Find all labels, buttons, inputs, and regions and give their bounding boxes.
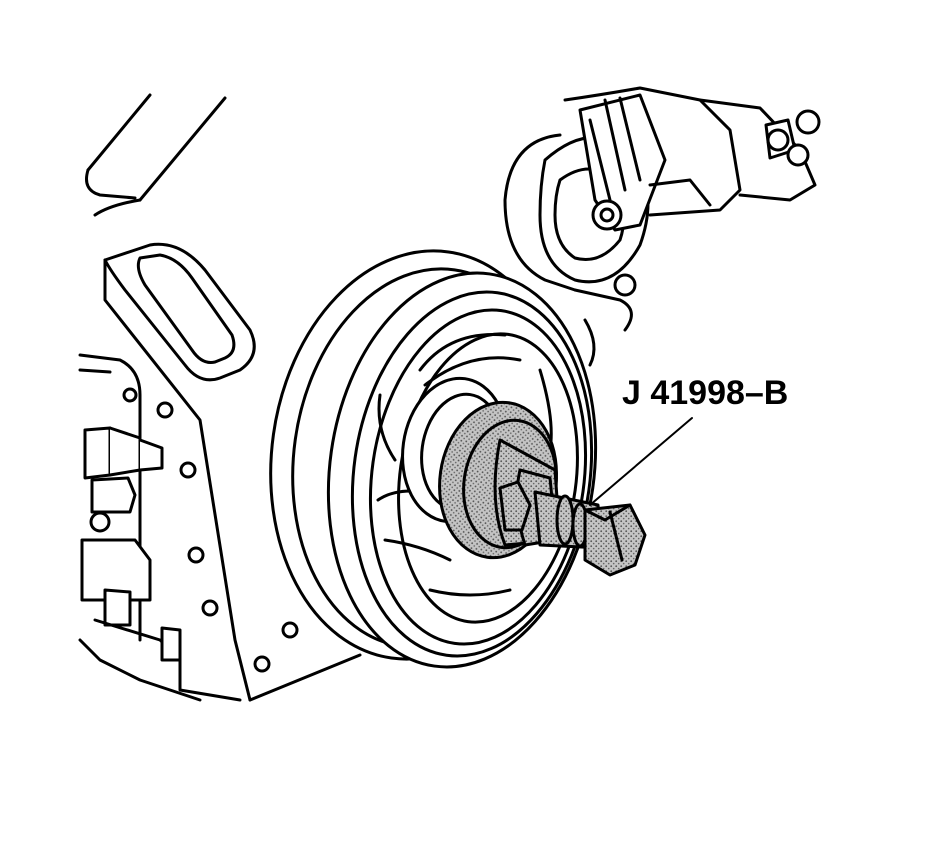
belt-tensioner (503, 86, 821, 367)
left-side-bracket (78, 426, 242, 702)
callout-leader-line (589, 417, 693, 506)
crankshaft-balancer (269, 249, 598, 669)
engine-front-cover (78, 93, 362, 702)
callout: J 41998–B (589, 374, 788, 506)
tool-callout-label: J 41998–B (622, 374, 788, 412)
installer-tool (438, 400, 647, 577)
